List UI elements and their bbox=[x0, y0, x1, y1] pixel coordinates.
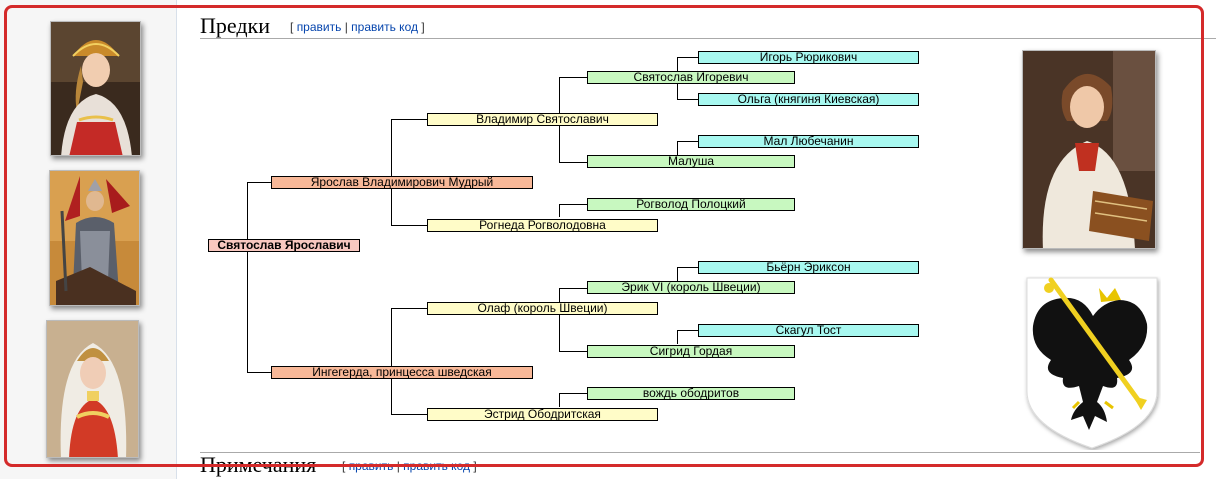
tree-node-gg-mal[interactable]: Мал Любечанин bbox=[698, 135, 919, 148]
tree-node-paternal-grandmother[interactable]: Рогнеда Рогволодовна bbox=[427, 219, 658, 232]
tree-node-g-fm-father[interactable]: Рогволод Полоцкий bbox=[587, 198, 795, 211]
edit-code-link[interactable]: править код bbox=[351, 20, 418, 34]
tree-node-g-ff-father[interactable]: Святослав Игоревич bbox=[587, 71, 795, 84]
separator: | bbox=[344, 20, 348, 34]
portrait-young-man-gusli[interactable] bbox=[1022, 50, 1156, 249]
open-bracket: [ bbox=[342, 459, 346, 473]
separator: | bbox=[396, 459, 400, 473]
tree-node-paternal-grandfather[interactable]: Владимир Святославич bbox=[427, 113, 658, 126]
tree-node-gg-igor[interactable]: Игорь Рюрикович bbox=[698, 51, 919, 64]
close-bracket: ] bbox=[421, 20, 425, 34]
ancestors-edit-links: [ править | править код ] bbox=[290, 20, 425, 34]
section-title-notes: Примечания bbox=[200, 452, 317, 477]
tree-node-father[interactable]: Ярослав Владимирович Мудрый bbox=[271, 176, 533, 189]
edit-link[interactable]: править bbox=[348, 459, 394, 473]
tree-node-g-mf-mother[interactable]: Сигрид Гордая bbox=[587, 345, 795, 358]
close-bracket: ] bbox=[473, 459, 477, 473]
tree-node-mother[interactable]: Ингегерда, принцесса шведская bbox=[271, 366, 533, 379]
tree-node-gg-olga[interactable]: Ольга (княгиня Киевская) bbox=[698, 93, 919, 106]
portrait-woman-veil[interactable] bbox=[46, 320, 139, 458]
tree-node-gg-bjorn[interactable]: Бьёрн Эриксон bbox=[698, 261, 919, 274]
notes-top-divider bbox=[200, 452, 1200, 453]
tree-node-maternal-grandmother[interactable]: Эстрид Ободритская bbox=[427, 408, 658, 421]
tree-node-maternal-grandfather[interactable]: Олаф (король Швеции) bbox=[427, 302, 658, 315]
portrait-woman-kokoshnik[interactable] bbox=[50, 21, 141, 156]
tree-node-gg-skagul[interactable]: Скагул Тост bbox=[698, 324, 919, 337]
coat-of-arms-eagle-icon[interactable] bbox=[1023, 276, 1161, 450]
tree-node-g-mf-father[interactable]: Эрик VI (король Швеции) bbox=[587, 281, 795, 294]
edit-link[interactable]: править bbox=[296, 20, 342, 34]
notes-edit-links: [ править | править код ] bbox=[342, 459, 477, 473]
portrait-warrior[interactable] bbox=[49, 170, 140, 306]
section-divider bbox=[200, 38, 1216, 39]
tree-node-g-ff-mother[interactable]: Малуша bbox=[587, 155, 795, 168]
tree-node-subject[interactable]: Святослав Ярославич bbox=[208, 239, 360, 252]
edit-code-link[interactable]: править код bbox=[403, 459, 470, 473]
section-title-ancestors: Предки bbox=[200, 13, 271, 38]
tree-node-g-mm-father[interactable]: вождь ободритов bbox=[587, 387, 795, 400]
open-bracket: [ bbox=[290, 20, 294, 34]
